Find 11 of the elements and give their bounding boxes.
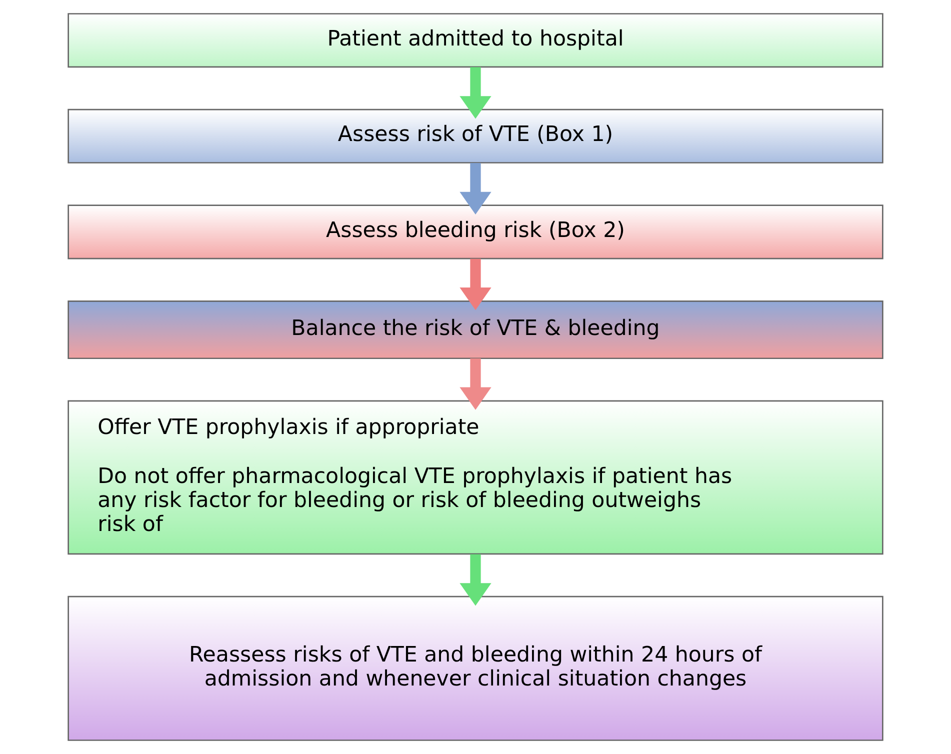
node-box: Offer VTE prophylaxis if appropriate Do not offer pharmacological VTE prophylaxis if patient has any risk factor for bleeding or risk of bleeding outweighs risk of (68, 400, 884, 555)
arrow (460, 358, 492, 410)
arrow (460, 554, 492, 606)
arrow (460, 67, 492, 119)
node-box: Assess bleeding risk (Box 2) (68, 204, 884, 260)
node-box: Reassess risks of VTE and bleeding within 24 hours of admission and whenever clinical situation changes (68, 596, 884, 741)
node-box: Assess risk of VTE (Box 1) (68, 108, 884, 164)
node-box: Balance the risk of VTE & bleeding (68, 300, 884, 360)
node-box: Patient admitted to hospital (68, 13, 884, 68)
arrow (460, 258, 492, 310)
arrow (460, 162, 492, 214)
